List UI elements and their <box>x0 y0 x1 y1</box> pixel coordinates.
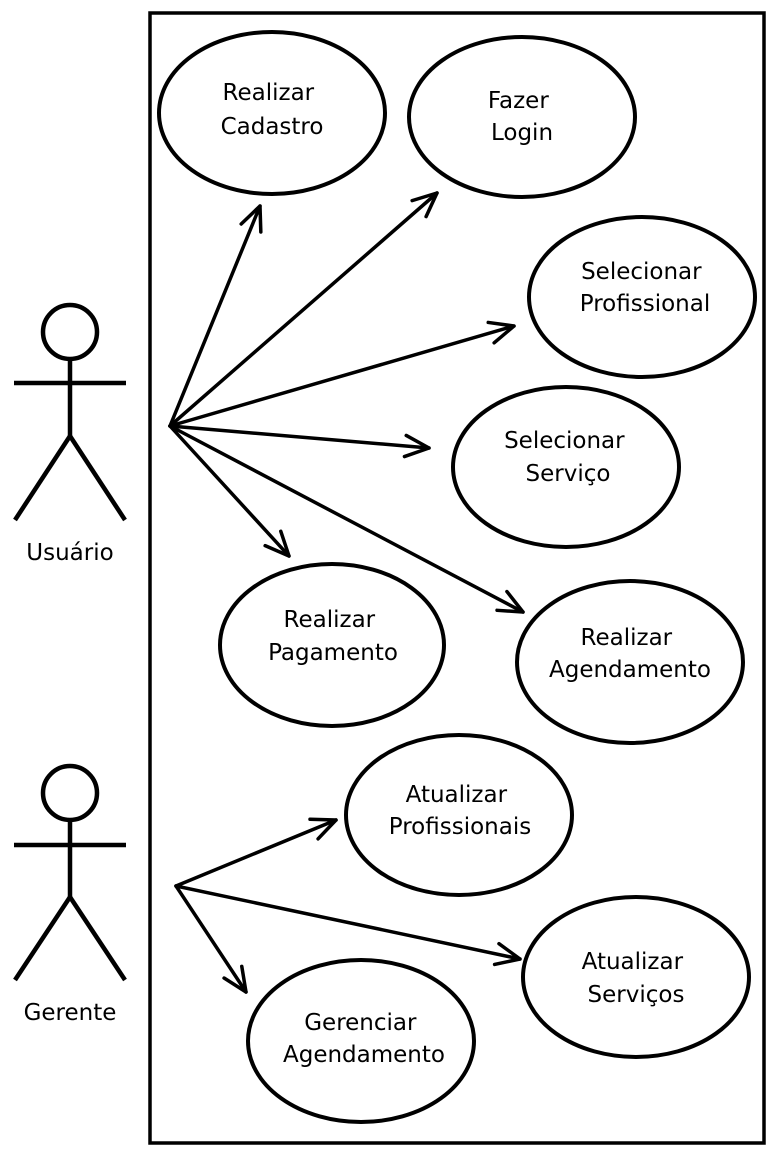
actor-usuario-left-leg <box>13 434 72 522</box>
actor-usuario-label: Usuário <box>26 540 113 566</box>
actor-gerente-head <box>40 763 100 823</box>
use-case-selecionar-profissional-line-1: Selecionar <box>581 259 702 285</box>
arrowhead-fazer-login <box>410 191 439 219</box>
actor-gerente-label: Gerente <box>24 1000 117 1026</box>
use-case-selecionar-servico-label: Selecionar Serviço <box>504 428 632 487</box>
actor-gerente <box>13 763 127 982</box>
use-case-atualizar-profissionais-ellipse <box>344 733 574 897</box>
actor-usuario-head <box>40 302 100 362</box>
arrowhead-realizar-agendamento <box>495 589 525 614</box>
use-case-gerenciar-agendamento-ellipse <box>246 958 476 1124</box>
use-case-selecionar-profissional-line-2: Profissional <box>580 291 710 317</box>
arrowhead-realizar-cadastro <box>239 204 263 234</box>
arrowhead-realizar-pagamento <box>263 529 291 558</box>
use-case-realizar-cadastro: Realizar Cadastro <box>157 30 387 196</box>
use-case-gerenciar-agendamento-label: Gerenciar Agendamento <box>283 1010 445 1068</box>
association-usuario-fazer-login <box>168 191 439 428</box>
arrowhead-atualizar-profissionais <box>308 817 338 841</box>
association-usuario-selecionar-profissional <box>168 324 516 428</box>
use-case-realizar-agendamento-ellipse <box>515 579 745 745</box>
use-case-realizar-pagamento: Realizar Pagamento <box>218 562 446 728</box>
use-case-selecionar-servico-ellipse <box>451 385 681 549</box>
arrowhead-selecionar-profissional <box>486 320 516 345</box>
use-case-atualizar-servicos: Atualizar Serviços <box>521 895 751 1059</box>
use-case-fazer-login-line-1: Fazer <box>488 88 549 114</box>
system-boundary <box>148 11 766 1145</box>
actor-usuario-right-leg <box>68 434 127 522</box>
association-gerente-atualizar-profissionais <box>174 818 338 888</box>
use-case-realizar-pagamento-label: Realizar Pagamento <box>268 607 398 666</box>
arrowhead-atualizar-servicos <box>492 941 522 967</box>
use-case-selecionar-profissional-label: Selecionar Profissional <box>580 259 710 317</box>
actor-gerente-left-leg <box>13 895 72 982</box>
use-case-realizar-pagamento-ellipse <box>218 562 446 728</box>
use-case-atualizar-profissionais-line-2: Profissionais <box>389 814 531 840</box>
arrowhead-gerenciar-agendamento <box>222 964 248 994</box>
use-case-fazer-login: Fazer Login <box>407 35 637 199</box>
use-case-realizar-pagamento-line-1: Realizar <box>284 607 376 633</box>
use-case-gerenciar-agendamento: Gerenciar Agendamento <box>246 958 476 1124</box>
use-case-fazer-login-line-2: Login <box>491 120 553 146</box>
arrowhead-selecionar-servico <box>402 433 431 459</box>
use-case-atualizar-servicos-label: Atualizar Serviços <box>582 949 691 1008</box>
use-case-realizar-cadastro-ellipse <box>157 30 387 196</box>
use-case-atualizar-servicos-line-2: Serviços <box>588 982 685 1008</box>
use-case-atualizar-servicos-line-1: Atualizar <box>582 949 684 975</box>
association-usuario-realizar-cadastro <box>168 204 262 428</box>
use-case-gerenciar-agendamento-line-2: Agendamento <box>283 1042 445 1068</box>
use-case-selecionar-servico: Selecionar Serviço <box>451 385 681 549</box>
use-case-selecionar-servico-line-1: Selecionar <box>504 428 625 454</box>
association-usuario-realizar-pagamento <box>168 424 291 558</box>
use-case-realizar-cadastro-line-2: Cadastro <box>221 114 324 140</box>
use-case-realizar-cadastro-line-1: Realizar <box>223 80 315 106</box>
use-case-selecionar-profissional: Selecionar Profissional <box>527 215 757 379</box>
use-case-atualizar-servicos-ellipse <box>521 895 751 1059</box>
use-case-selecionar-profissional-ellipse <box>527 215 757 379</box>
use-case-fazer-login-label: Fazer Login <box>488 88 556 146</box>
use-case-realizar-agendamento-line-2: Agendamento <box>549 657 711 683</box>
association-gerente-gerenciar-agendamento <box>174 884 248 994</box>
actor-gerente-right-leg <box>68 895 127 982</box>
use-case-atualizar-profissionais-label: Atualizar Profissionais <box>389 782 531 840</box>
actor-usuario <box>13 302 127 522</box>
associations <box>168 191 525 994</box>
use-case-realizar-agendamento-line-1: Realizar <box>581 625 673 651</box>
use-case-realizar-cadastro-label: Realizar Cadastro <box>221 80 324 140</box>
use-case-fazer-login-ellipse <box>407 35 637 199</box>
use-case-realizar-agendamento: Realizar Agendamento <box>515 579 745 745</box>
use-case-realizar-pagamento-line-2: Pagamento <box>268 640 398 666</box>
use-case-gerenciar-agendamento-line-1: Gerenciar <box>304 1010 417 1036</box>
use-case-atualizar-profissionais: Atualizar Profissionais <box>344 733 574 897</box>
use-case-atualizar-profissionais-line-1: Atualizar <box>406 782 508 808</box>
association-usuario-selecionar-servico <box>168 424 431 450</box>
use-case-realizar-agendamento-label: Realizar Agendamento <box>549 625 711 683</box>
association-gerente-atualizar-servicos <box>174 884 522 961</box>
association-usuario-realizar-agendamento <box>168 424 525 614</box>
use-case-selecionar-servico-line-2: Serviço <box>526 461 611 487</box>
